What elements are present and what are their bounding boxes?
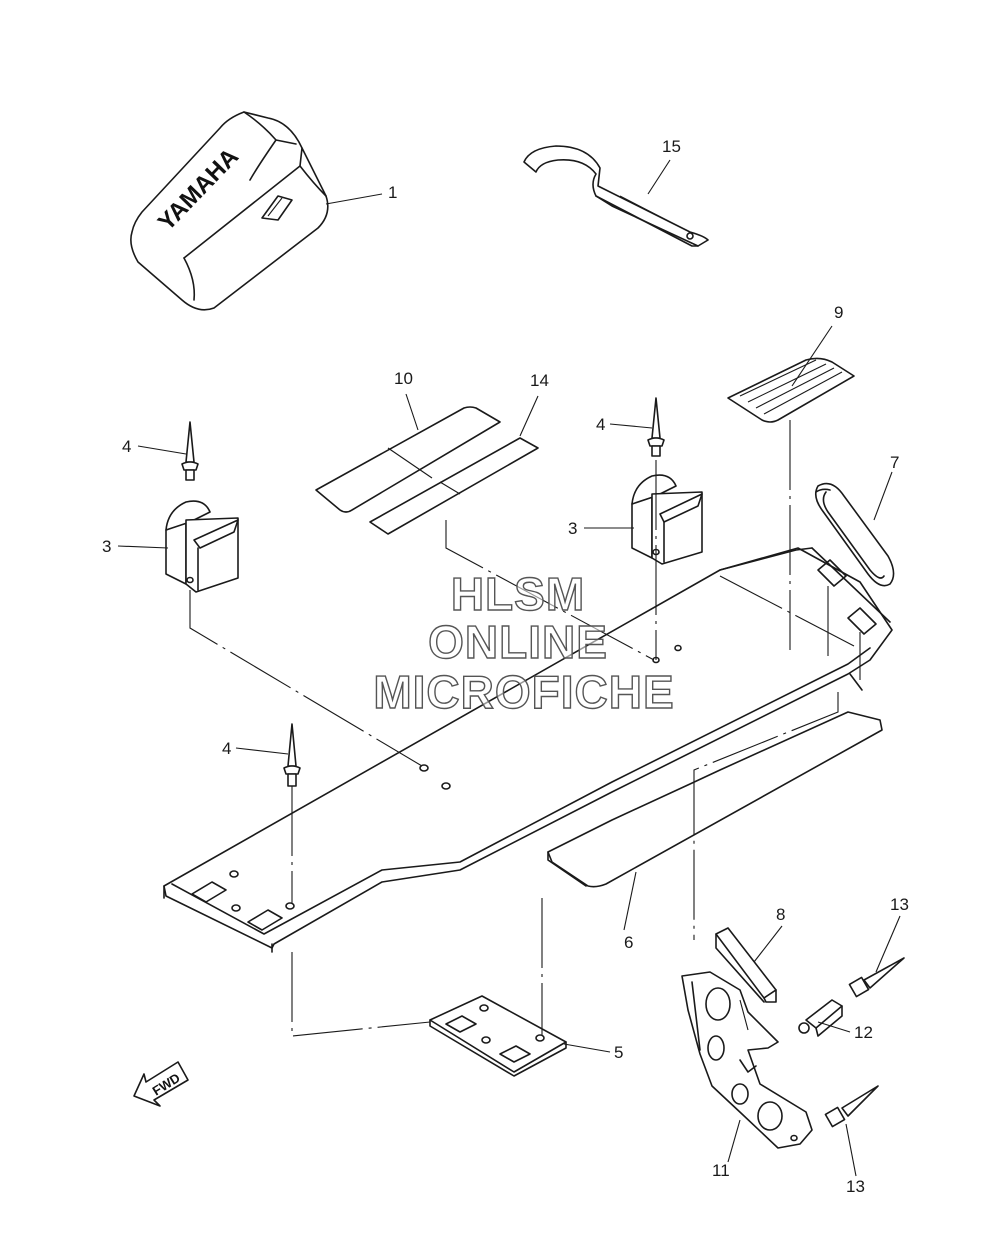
- watermark-line-3: MICROFICHE: [373, 666, 674, 718]
- part-12-clip: [798, 999, 843, 1037]
- callout-6: 6: [624, 933, 633, 952]
- part-8-block: [715, 927, 777, 1003]
- part-5-plate: [429, 995, 567, 1077]
- fwd-arrow: FWD: [133, 1061, 189, 1107]
- part-4-rivet-c: [283, 723, 301, 787]
- part-4-rivet-b: [647, 397, 665, 457]
- part-11-bracket: [681, 971, 813, 1149]
- callout-8: 8: [776, 905, 785, 924]
- callout-9: 9: [834, 303, 843, 322]
- callout-7: 7: [890, 453, 899, 472]
- watermark-line-2: ONLINE: [428, 616, 608, 668]
- callout-14: 14: [530, 371, 549, 390]
- callout-4-upper-left: 4: [122, 437, 131, 456]
- callout-15: 15: [662, 137, 681, 156]
- callout-numbers: 1 15 9 10 14 4 4 4 3 3 7 6 8 13 13 12 11…: [102, 137, 909, 1196]
- part-7-strap: [814, 482, 895, 587]
- part-3-clip-right: [631, 474, 703, 565]
- part-1-cover: YAMAHA: [130, 111, 329, 311]
- part-13-rivet-b: [824, 1085, 879, 1128]
- part-9-mat: [727, 357, 855, 423]
- callout-1: 1: [388, 183, 397, 202]
- callout-4-upper-right: 4: [596, 415, 605, 434]
- callout-4-lower: 4: [222, 739, 231, 758]
- callout-11: 11: [712, 1161, 730, 1180]
- part-6-pad: [547, 711, 883, 888]
- watermark-line-1: HLSM: [451, 568, 585, 620]
- callout-10: 10: [394, 369, 413, 388]
- callout-3-left: 3: [102, 537, 111, 556]
- callout-12: 12: [854, 1023, 873, 1042]
- callout-3-right: 3: [568, 519, 577, 538]
- leader-lines: [117, 159, 901, 1177]
- main-deck-plate: [163, 547, 893, 953]
- part-15-wrench: [523, 145, 709, 247]
- watermark: HLSM ONLINE MICROFICHE: [373, 567, 675, 718]
- assembly-lines: [189, 420, 861, 1037]
- part-13-rivet-a: [848, 957, 905, 998]
- part-10-label-sheet: [315, 406, 501, 513]
- callout-13-upper: 13: [890, 895, 909, 914]
- part-4-rivet-a: [181, 421, 199, 481]
- part-3-clip-left: [165, 500, 239, 593]
- part-14-label-strip: [369, 437, 539, 535]
- callout-13-lower: 13: [846, 1177, 865, 1196]
- callout-5: 5: [614, 1043, 623, 1062]
